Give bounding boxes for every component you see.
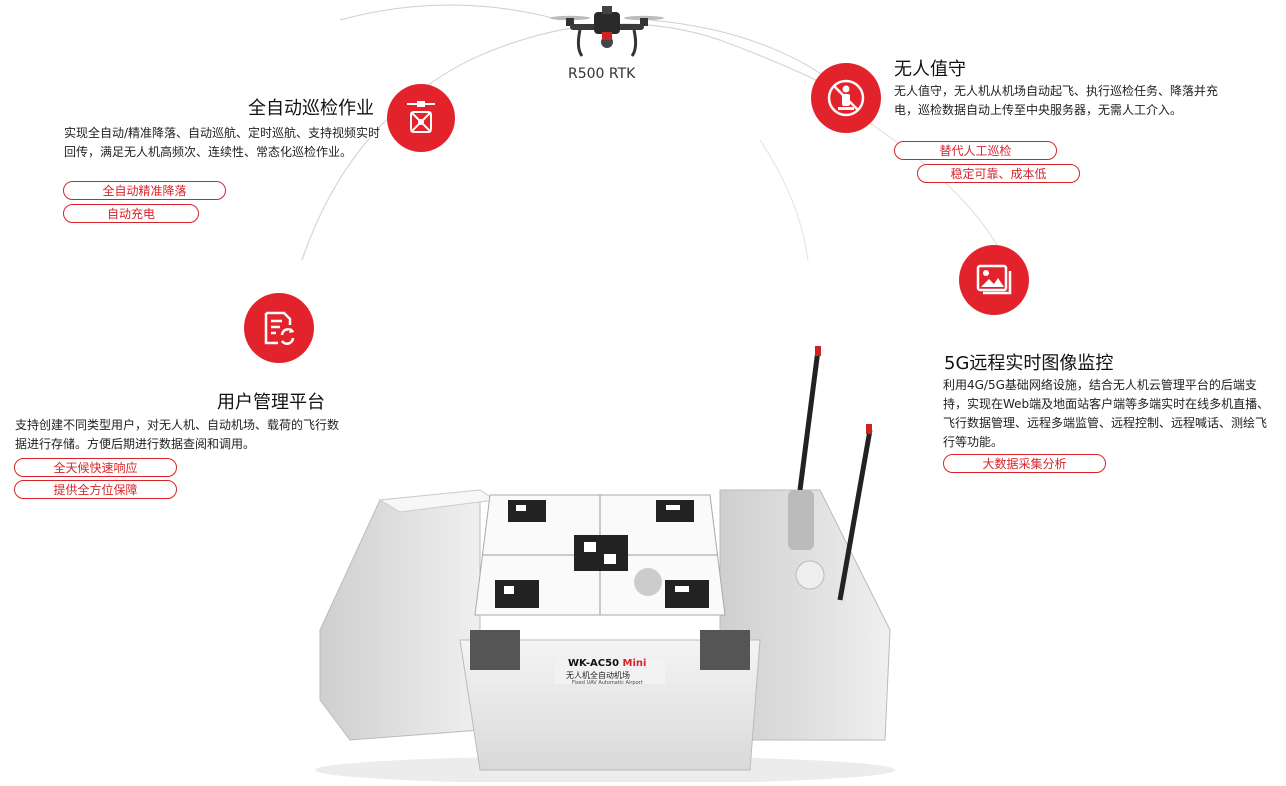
document-sync-icon [264, 311, 295, 345]
feature-badge-5g-monitor [959, 245, 1029, 315]
feature-desc-unattended: 无人值守，无人机从机场自动起飞、执行巡检任务、降落并充电，巡检数据自动上传至中央… [894, 84, 1219, 117]
feature-desc-5g-monitor: 利用4G/5G基础网络设施，结合无人机云管理平台的后端支持，实现在Web端及地面… [943, 378, 1270, 449]
product-name-en: Fixed UAV Automatic Airport [572, 680, 643, 686]
feature-badge-auto-inspection [387, 84, 455, 152]
tag-big-data[interactable]: 大数据采集分析 [943, 454, 1106, 473]
feature-badge-user-platform [244, 293, 314, 363]
feature-title-auto-inspection: 全自动巡检作业 [248, 98, 374, 119]
tag-all-weather[interactable]: 全天候快速响应 [14, 458, 177, 477]
airport-illustration [315, 346, 895, 784]
product-model: WK-AC50 Mini [568, 658, 646, 669]
tag-full-support[interactable]: 提供全方位保障 [14, 480, 177, 499]
feature-desc-user-platform: 支持创建不同类型用户，对无人机、自动机场、载荷的飞行数据进行存储。方便后期进行数… [15, 418, 340, 451]
image-icon [976, 264, 1012, 295]
feature-desc-auto-inspection: 实现全自动/精准降落、自动巡航、定时巡航、支持视频实时回传，满足无人机高频次、连… [64, 126, 381, 159]
no-person-icon [827, 79, 865, 117]
drone-icon [550, 6, 664, 57]
drone-label: R500 RTK [568, 66, 636, 82]
feature-badge-unattended [811, 63, 881, 133]
drone-icon [407, 101, 435, 133]
tag-precise-landing[interactable]: 全自动精准降落 [63, 181, 226, 200]
tag-auto-charging[interactable]: 自动充电 [63, 204, 199, 223]
drone-image [548, 2, 666, 62]
product-model-suffix: Mini [622, 658, 647, 669]
feature-title-5g-monitor: 5G远程实时图像监控 [944, 353, 1114, 374]
feature-title-unattended: 无人值守 [894, 59, 966, 80]
tag-replace-manual[interactable]: 替代人工巡检 [894, 141, 1057, 160]
airport-product-image: WK-AC50 Mini 无人机全自动机场 Fixed UAV Automati… [310, 340, 900, 784]
product-model-name: WK-AC50 [568, 658, 620, 669]
tag-reliable-low-cost[interactable]: 稳定可靠、成本低 [917, 164, 1080, 183]
product-name-cn: 无人机全自动机场 [566, 671, 630, 680]
feature-title-user-platform: 用户管理平台 [217, 392, 325, 413]
